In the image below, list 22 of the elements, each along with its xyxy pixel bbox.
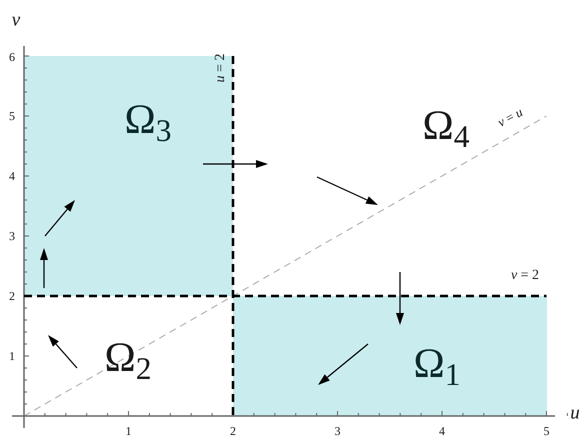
line-label: v = 2	[510, 269, 540, 283]
line-label: v = u	[495, 105, 525, 129]
tick-label: 5	[9, 110, 15, 122]
axis-label: u	[570, 404, 580, 422]
tick-label: 2	[9, 290, 15, 302]
tick-label: 3	[9, 230, 15, 242]
region-label: Ω$_{2}$	[104, 337, 152, 379]
tick-label: 2	[230, 425, 236, 437]
tick-label: 6	[9, 51, 15, 63]
tick-label: 4	[439, 425, 445, 437]
tick-label: 1	[9, 350, 15, 362]
region-label: Ω$_{3}$	[124, 99, 172, 141]
line-label: u = 2	[214, 54, 228, 82]
tick-label: 3	[334, 425, 340, 437]
shaded-region	[233, 296, 546, 416]
axis-label: v	[12, 10, 20, 30]
region-label: Ω$_{1}$	[414, 343, 460, 385]
region-label: Ω$_{4}$	[422, 105, 470, 147]
shaded-region	[24, 56, 233, 296]
tick-label: 4	[9, 170, 15, 182]
tick-label: 5	[544, 425, 550, 437]
tick-label: 1	[126, 425, 132, 437]
